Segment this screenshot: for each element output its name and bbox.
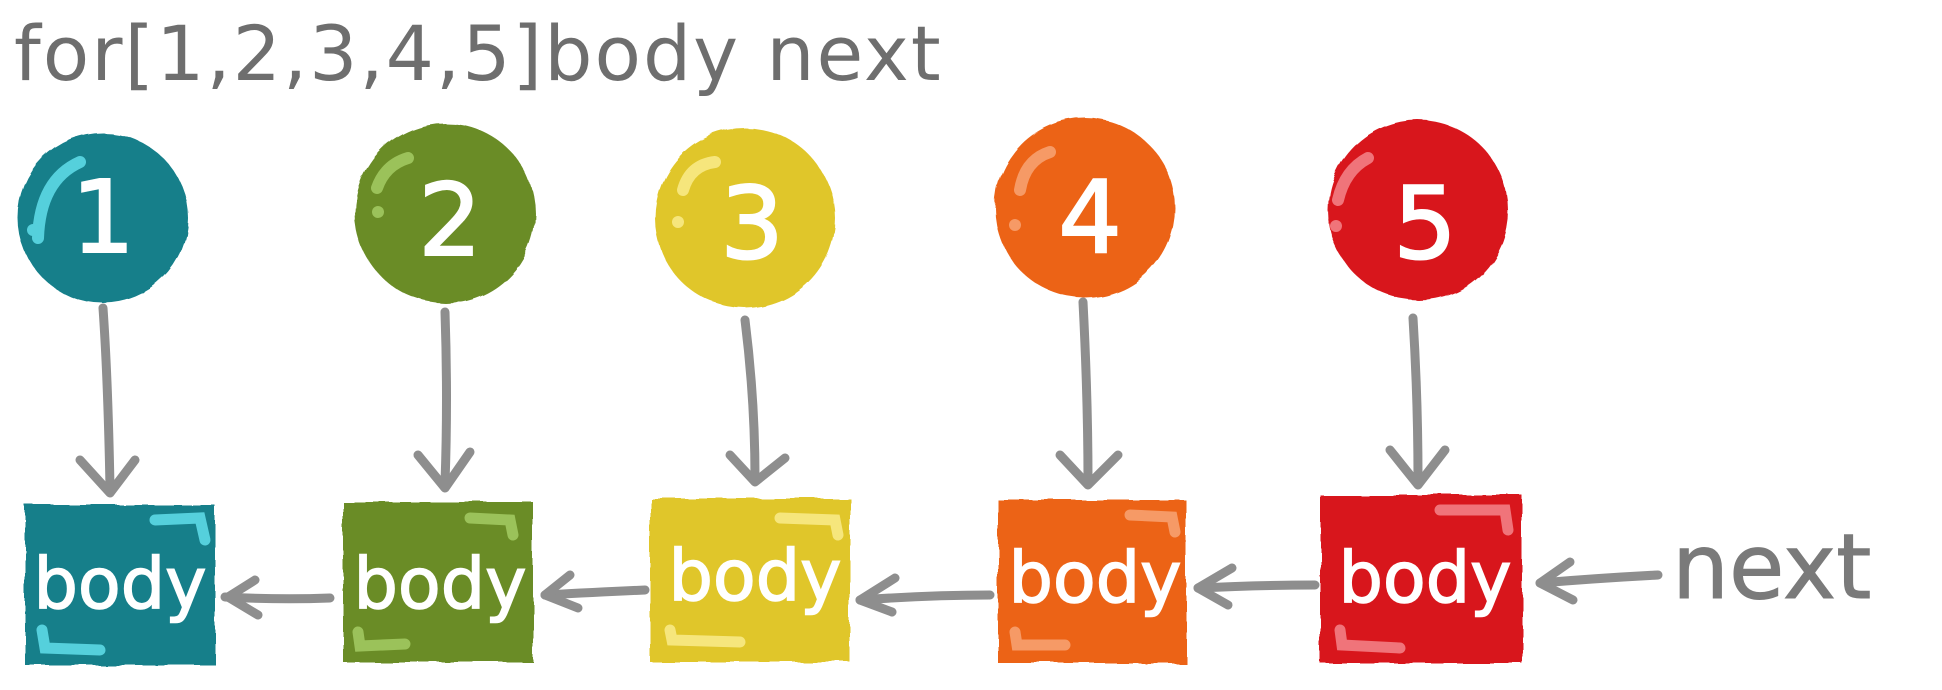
body-box-4 [998, 500, 1186, 663]
number-label-1: 1 [71, 159, 135, 276]
arrow-left-2-to-1 [220, 575, 335, 620]
arrow-left-next-to-5 [1535, 557, 1663, 605]
body-label-1: body [33, 543, 206, 625]
number-label-4: 4 [1058, 159, 1122, 276]
arrow-left-3-to-2 [540, 570, 650, 613]
iteration-5: 5 body [1320, 120, 1522, 663]
arrow-down-1 [98, 303, 115, 493]
body-label-4: body [1008, 537, 1181, 619]
number-label-5: 5 [1393, 165, 1457, 282]
arrow-down-4 [1078, 297, 1093, 485]
number-circle-2 [355, 123, 535, 303]
body-box-3 [650, 498, 850, 662]
body-label-5: body [1338, 537, 1511, 619]
arrow-left-4-to-3 [855, 573, 995, 617]
iteration-3: 3 body [650, 128, 850, 662]
number-label-3: 3 [720, 165, 784, 282]
arrow-down-2 [440, 307, 451, 488]
diagram-title: for[1,2,3,4,5]body next [14, 9, 943, 98]
iteration-2: 2 body [343, 123, 535, 662]
arrow-down-3 [740, 315, 760, 483]
body-label-3: body [668, 535, 841, 617]
body-label-2: body [353, 543, 526, 625]
number-label-2: 2 [418, 162, 482, 279]
body-box-1 [25, 505, 215, 665]
body-box-2 [343, 502, 533, 662]
body-box-5 [1320, 495, 1522, 663]
arrow-left-5-to-4 [1193, 563, 1320, 610]
iteration-1: 1 body [18, 133, 215, 665]
number-circle-5 [1328, 120, 1508, 300]
iteration-4: 4 body [995, 118, 1186, 663]
next-label: next [1672, 515, 1871, 620]
arrow-down-5 [1408, 313, 1423, 483]
